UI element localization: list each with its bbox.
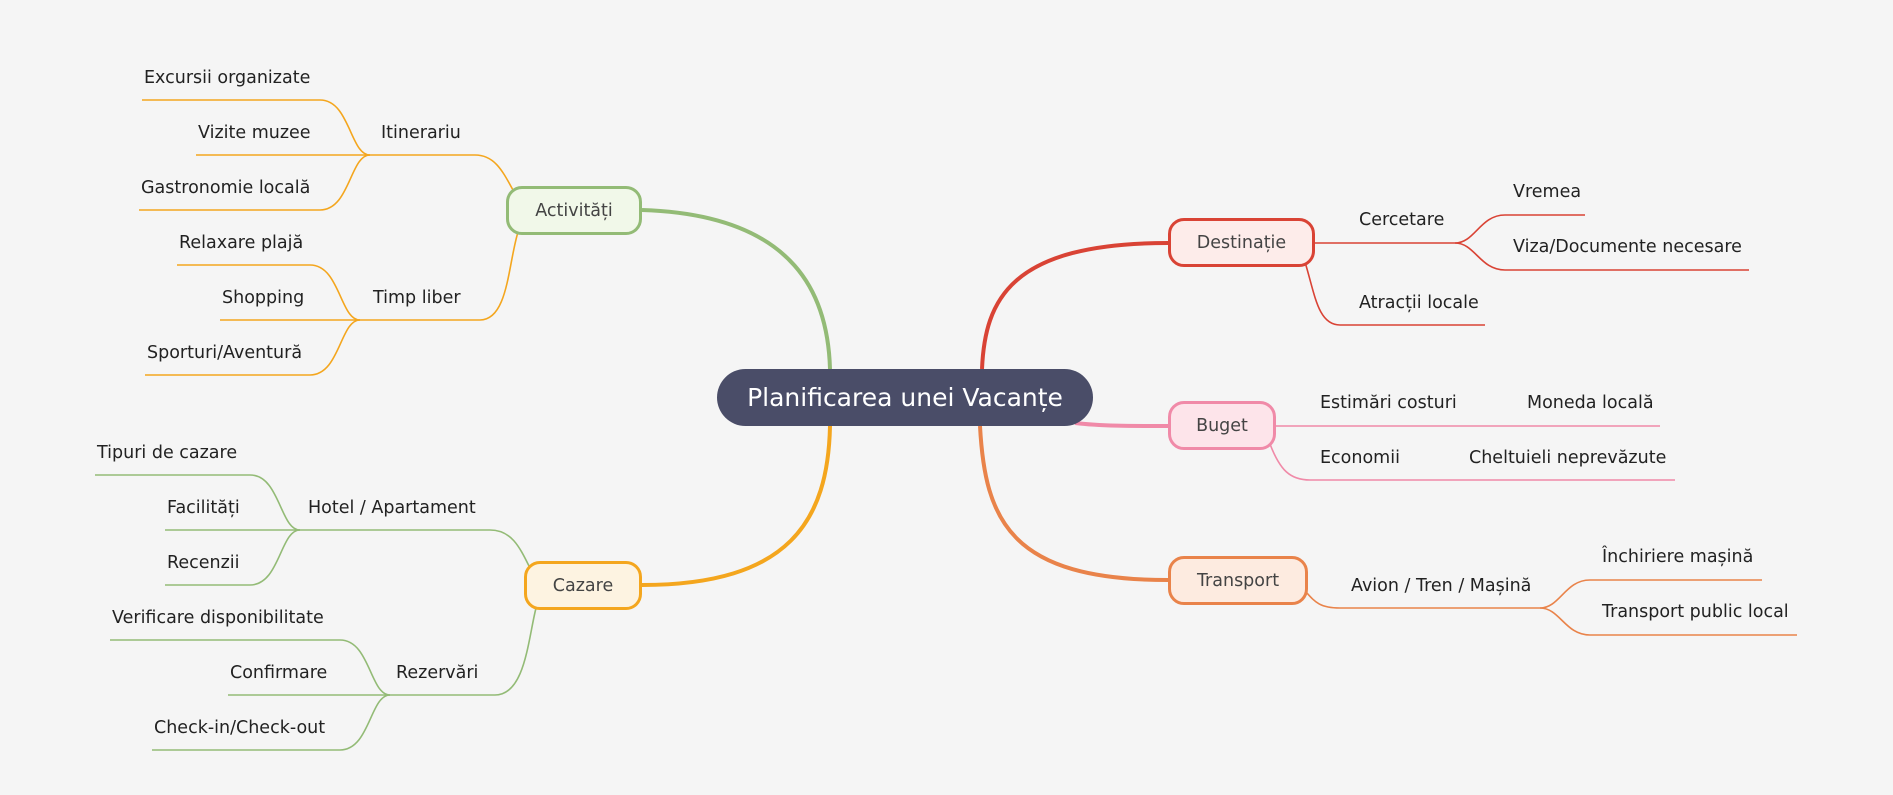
- leaf-inchiriere[interactable]: Închiriere mașină: [1602, 547, 1754, 567]
- leaf-recenzii[interactable]: Recenzii: [167, 553, 240, 573]
- root-node[interactable]: Planificarea unei Vacanțe: [717, 369, 1093, 426]
- connector-root-cazare: [641, 425, 832, 587]
- leaf-vizite-muzee[interactable]: Vizite muzee: [198, 123, 311, 143]
- leaf-sporturi[interactable]: Sporturi/Aventură: [147, 343, 303, 363]
- leaf-cheltuieli[interactable]: Cheltuieli neprevăzute: [1469, 448, 1667, 468]
- node-destinatie[interactable]: Destinație: [1168, 218, 1315, 267]
- leaf-gastronomie[interactable]: Gastronomie locală: [141, 178, 311, 198]
- connector-root-destinatie: [980, 241, 1169, 370]
- leaf-tipuri-cazare[interactable]: Tipuri de cazare: [97, 443, 238, 463]
- subtopic-itinerariu[interactable]: Itinerariu: [381, 123, 461, 143]
- leaf-verificare[interactable]: Verificare disponibilitate: [112, 608, 324, 628]
- subtopic-timp-liber[interactable]: Timp liber: [373, 288, 461, 308]
- subtopic-hotel[interactable]: Hotel / Apartament: [308, 498, 476, 518]
- leaf-excursii[interactable]: Excursii organizate: [144, 68, 311, 88]
- node-activitati[interactable]: Activități: [506, 186, 642, 235]
- connector-root-activitati: [641, 208, 832, 370]
- leaf-confirmare[interactable]: Confirmare: [230, 663, 328, 683]
- subtopic-economii[interactable]: Economii: [1320, 448, 1400, 468]
- subtopic-cercetare[interactable]: Cercetare: [1359, 210, 1445, 230]
- leaf-checkin[interactable]: Check-in/Check-out: [154, 718, 326, 738]
- leaf-shopping[interactable]: Shopping: [222, 288, 305, 308]
- connector-root-transport: [978, 425, 1169, 582]
- leaf-moneda[interactable]: Moneda locală: [1527, 393, 1654, 413]
- node-buget[interactable]: Buget: [1168, 401, 1276, 450]
- leaf-viza[interactable]: Viza/Documente necesare: [1513, 237, 1742, 257]
- leaf-facilitati[interactable]: Facilități: [167, 498, 240, 518]
- subtopic-estimari[interactable]: Estimări costuri: [1320, 393, 1457, 413]
- node-cazare[interactable]: Cazare: [524, 561, 642, 610]
- node-transport[interactable]: Transport: [1168, 556, 1308, 605]
- leaf-transport-public[interactable]: Transport public local: [1602, 602, 1789, 622]
- subtopic-atractii[interactable]: Atracții locale: [1359, 293, 1479, 313]
- connector-root-buget: [1074, 421, 1169, 428]
- leaf-vremea[interactable]: Vremea: [1513, 182, 1582, 202]
- subtopic-rezervari[interactable]: Rezervări: [396, 663, 479, 683]
- subtopic-avion[interactable]: Avion / Tren / Mașină: [1351, 576, 1532, 596]
- leaf-relaxare-plaja[interactable]: Relaxare plajă: [179, 233, 304, 253]
